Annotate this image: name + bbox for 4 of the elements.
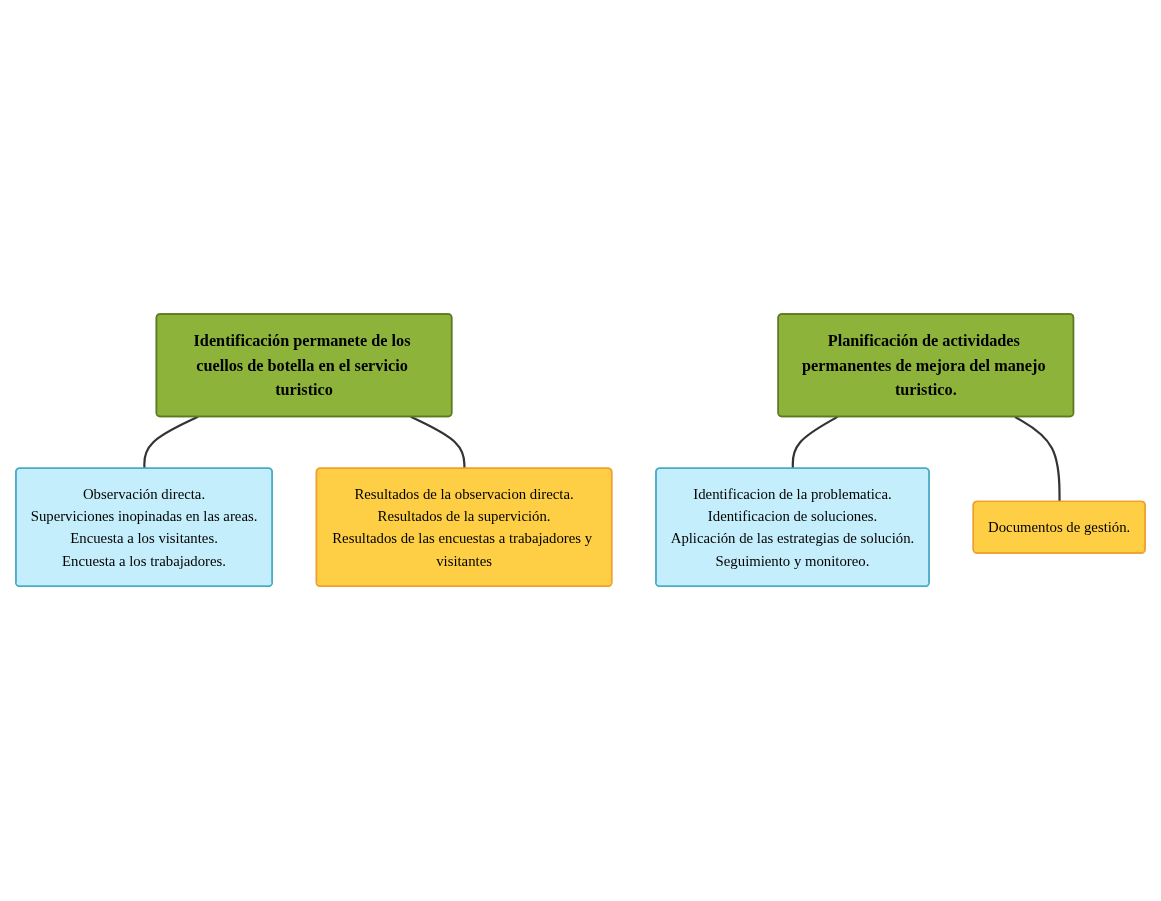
connector	[1014, 416, 1061, 503]
connector	[791, 416, 839, 469]
connector	[410, 416, 466, 469]
connector	[143, 416, 199, 469]
